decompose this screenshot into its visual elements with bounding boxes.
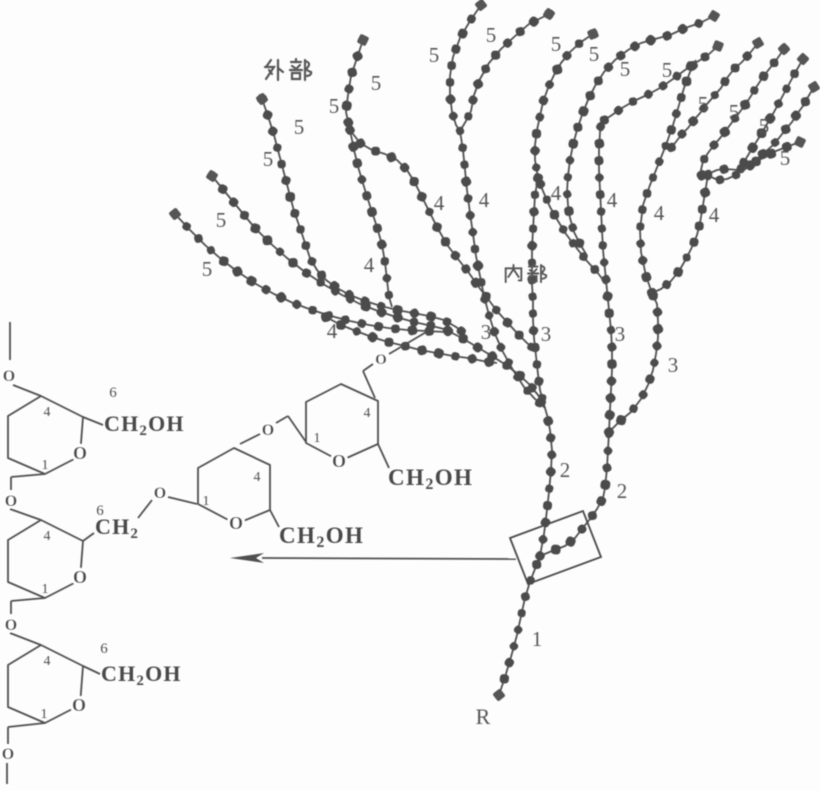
svg-text:O: O — [332, 451, 346, 471]
svg-text:O: O — [262, 422, 274, 439]
svg-text:O: O — [3, 368, 15, 385]
svg-text:1: 1 — [42, 582, 49, 597]
svg-text:1: 1 — [203, 494, 210, 509]
svg-text:5: 5 — [371, 71, 382, 95]
svg-text:O: O — [5, 617, 17, 634]
svg-text:1: 1 — [532, 627, 543, 651]
svg-text:4: 4 — [607, 188, 618, 212]
svg-text:R: R — [476, 704, 491, 729]
svg-text:4: 4 — [479, 188, 490, 212]
svg-text:6: 6 — [100, 641, 108, 657]
svg-text:4: 4 — [551, 181, 562, 205]
svg-text:CH2OH: CH2OH — [388, 465, 473, 493]
svg-text:5: 5 — [294, 115, 305, 139]
svg-text:1: 1 — [314, 431, 321, 446]
svg-text:5: 5 — [216, 208, 227, 232]
svg-text:4: 4 — [364, 253, 375, 277]
svg-text:O: O — [229, 513, 243, 533]
svg-text:O: O — [2, 746, 14, 763]
svg-text:5: 5 — [620, 57, 631, 81]
svg-text:O: O — [5, 493, 17, 510]
svg-text:5: 5 — [263, 147, 274, 171]
svg-text:6: 6 — [96, 503, 104, 519]
svg-text:O: O — [72, 695, 86, 715]
svg-text:5: 5 — [486, 23, 497, 47]
svg-text:3: 3 — [481, 320, 492, 344]
svg-text:4: 4 — [254, 470, 261, 485]
svg-text:3: 3 — [615, 322, 626, 346]
svg-text:4: 4 — [327, 319, 338, 343]
svg-text:5: 5 — [589, 42, 600, 66]
svg-text:5: 5 — [329, 94, 340, 118]
svg-text:5: 5 — [759, 114, 770, 138]
svg-text:5: 5 — [780, 146, 791, 170]
svg-text:4: 4 — [434, 191, 445, 215]
svg-text:O: O — [73, 567, 87, 587]
svg-text:O: O — [154, 485, 166, 502]
svg-text:6: 6 — [109, 385, 117, 401]
svg-text:1: 1 — [41, 707, 48, 722]
svg-text:4: 4 — [654, 201, 665, 225]
svg-text:5: 5 — [662, 58, 673, 82]
svg-text:5: 5 — [729, 100, 740, 124]
svg-text:2: 2 — [560, 458, 571, 482]
svg-text:1: 1 — [42, 458, 49, 473]
svg-text:5: 5 — [698, 92, 709, 116]
svg-text:5: 5 — [202, 257, 213, 281]
svg-text:5: 5 — [551, 32, 562, 56]
svg-text:CH2OH: CH2OH — [279, 523, 364, 551]
svg-text:3: 3 — [668, 353, 679, 377]
svg-text:4: 4 — [364, 406, 371, 421]
svg-text:4: 4 — [44, 405, 51, 420]
svg-text:O: O — [375, 352, 387, 368]
svg-text:5: 5 — [429, 43, 440, 67]
svg-text:4: 4 — [44, 529, 51, 544]
svg-text:2: 2 — [617, 479, 628, 503]
svg-text:4: 4 — [44, 654, 51, 669]
svg-text:O: O — [73, 443, 87, 463]
svg-text:3: 3 — [541, 322, 552, 346]
svg-text:4: 4 — [709, 203, 720, 227]
